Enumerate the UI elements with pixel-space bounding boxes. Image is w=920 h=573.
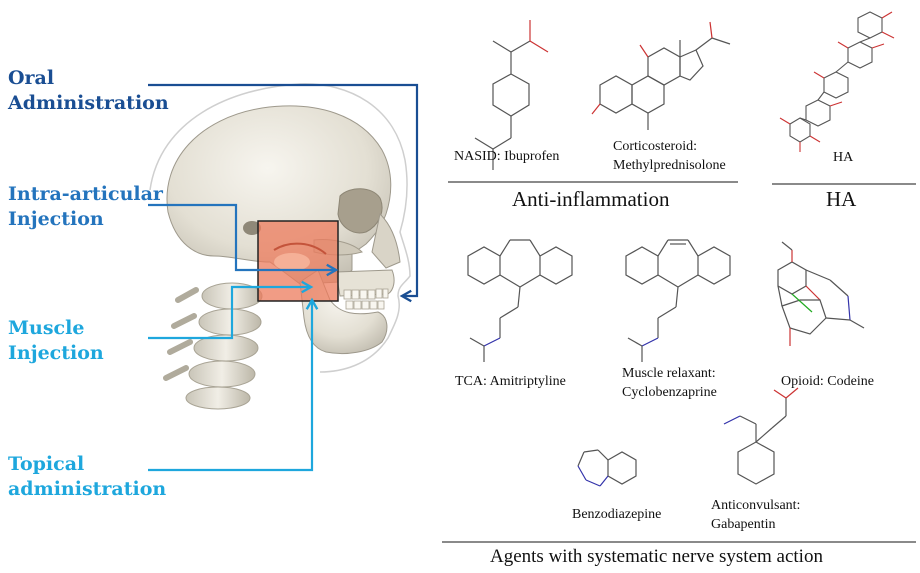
ha-divider bbox=[772, 183, 916, 185]
nasal-area bbox=[371, 212, 401, 269]
oral-administration-label: Oral Administration bbox=[8, 67, 169, 114]
drug-label-benzodiazepine: Benzodiazepine bbox=[572, 507, 662, 522]
section-ha: HA bbox=[826, 187, 857, 211]
ibuprofen-structure bbox=[474, 20, 549, 170]
drug-label-methylprednisolone: Corticosteroid: Methylprednisolone bbox=[613, 139, 726, 173]
drug-label-ibuprofen: NASID: Ibuprofen bbox=[454, 149, 560, 164]
ha-structure bbox=[779, 11, 895, 152]
head-illustration bbox=[149, 83, 411, 410]
topical-administration-label: Topical administration bbox=[8, 453, 167, 500]
nerve-agents-divider bbox=[442, 541, 916, 543]
intra-articular-injection-label: Intra-articular Injection bbox=[8, 183, 163, 230]
muscle-route-arrow bbox=[148, 280, 314, 340]
drug-label-amitriptyline: TCA: Amitriptyline bbox=[455, 374, 566, 389]
gabapentin-structure bbox=[723, 387, 799, 485]
codeine-structure bbox=[777, 241, 865, 346]
section-nerve-system-agents: Agents with systematic nerve system acti… bbox=[490, 546, 823, 567]
section-anti-inflammation: Anti-inflammation bbox=[512, 187, 670, 211]
intra-articular-route-arrow bbox=[148, 203, 339, 277]
amitriptyline-structure bbox=[467, 239, 573, 362]
oral-route-arrow bbox=[148, 83, 419, 303]
cyclobenzaprine-structure bbox=[625, 239, 731, 362]
methylprednisolone-structure bbox=[591, 21, 731, 130]
drug-label-ha: HA bbox=[833, 150, 854, 165]
muscle-injection-label: Muscle Injection bbox=[8, 317, 104, 364]
anti-inflammation-divider bbox=[448, 181, 738, 183]
teeth bbox=[343, 288, 389, 310]
topical-route-arrow bbox=[148, 297, 319, 472]
benzodiazepine-structure bbox=[577, 449, 637, 487]
cervical-spine bbox=[163, 282, 263, 410]
drug-label-cyclobenzaprine: Muscle relaxant: Cyclobenzaprine bbox=[622, 366, 717, 400]
drug-label-gabapentin: Anticonvulsant: Gabapentin bbox=[711, 498, 801, 532]
head-skin-outline bbox=[149, 83, 411, 373]
drug-label-codeine: Opioid: Codeine bbox=[781, 374, 874, 389]
